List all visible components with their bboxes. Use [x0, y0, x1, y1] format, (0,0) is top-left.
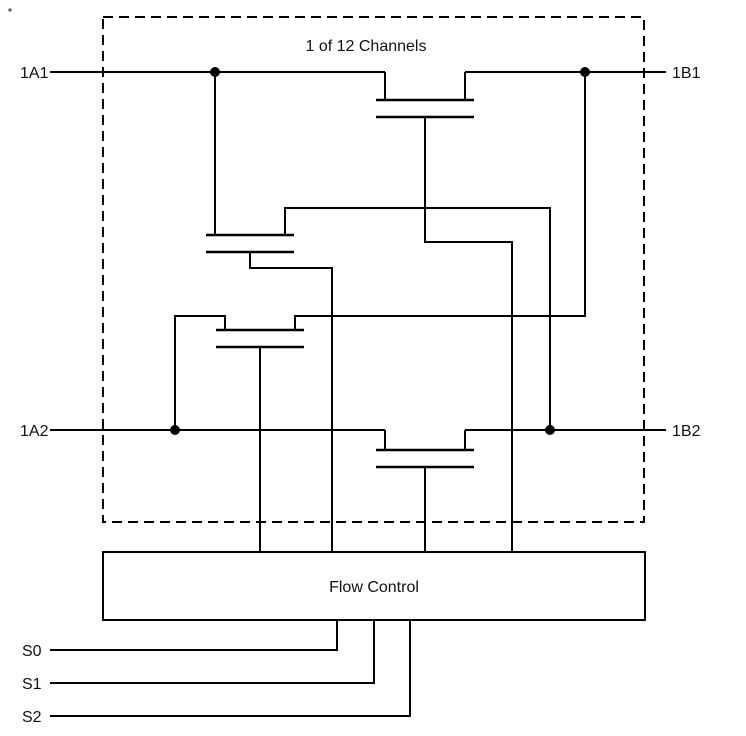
flow-control-label: Flow Control [329, 579, 419, 596]
port-label-1a1: 1A1 [20, 65, 49, 82]
transistor-a2-b2 [376, 430, 474, 552]
wire-s1 [50, 620, 375, 684]
wire-s0 [50, 620, 338, 651]
transistor-gate-wire [424, 117, 513, 552]
wire-s2 [50, 620, 411, 717]
transistor-a1-b2 [206, 72, 551, 552]
port-label-1b1: 1B1 [672, 65, 701, 82]
select-inputs: S0 S1 S2 [22, 620, 411, 726]
junction-dot-1a2 [170, 425, 180, 435]
channel-boundary: 1 of 12 Channels [102, 16, 645, 523]
channel-note-label: 1 of 12 Channels [306, 38, 427, 55]
stray-mark [8, 8, 12, 12]
port-label-1a2: 1A2 [20, 423, 49, 440]
flow-control: Flow Control [102, 551, 646, 621]
transistor-gate-wire [249, 252, 333, 552]
junction-dot-1a1 [210, 67, 220, 77]
select-label-s2: S2 [22, 709, 42, 726]
junction-dot-1b1 [580, 67, 590, 77]
transistor-a2-b1 [174, 72, 586, 552]
port-label-1b2: 1B2 [672, 423, 701, 440]
transistor-drain-lead [284, 207, 551, 430]
select-label-s1: S1 [22, 676, 42, 693]
junction-dot-1b2 [545, 425, 555, 435]
select-label-s0: S0 [22, 643, 42, 660]
channel-boundary-box [102, 16, 645, 523]
transistor-drain-lead [294, 72, 586, 330]
transistor-source-lead [174, 315, 226, 430]
transistor-a1-b1 [376, 72, 513, 552]
flow-control-box [102, 551, 646, 621]
